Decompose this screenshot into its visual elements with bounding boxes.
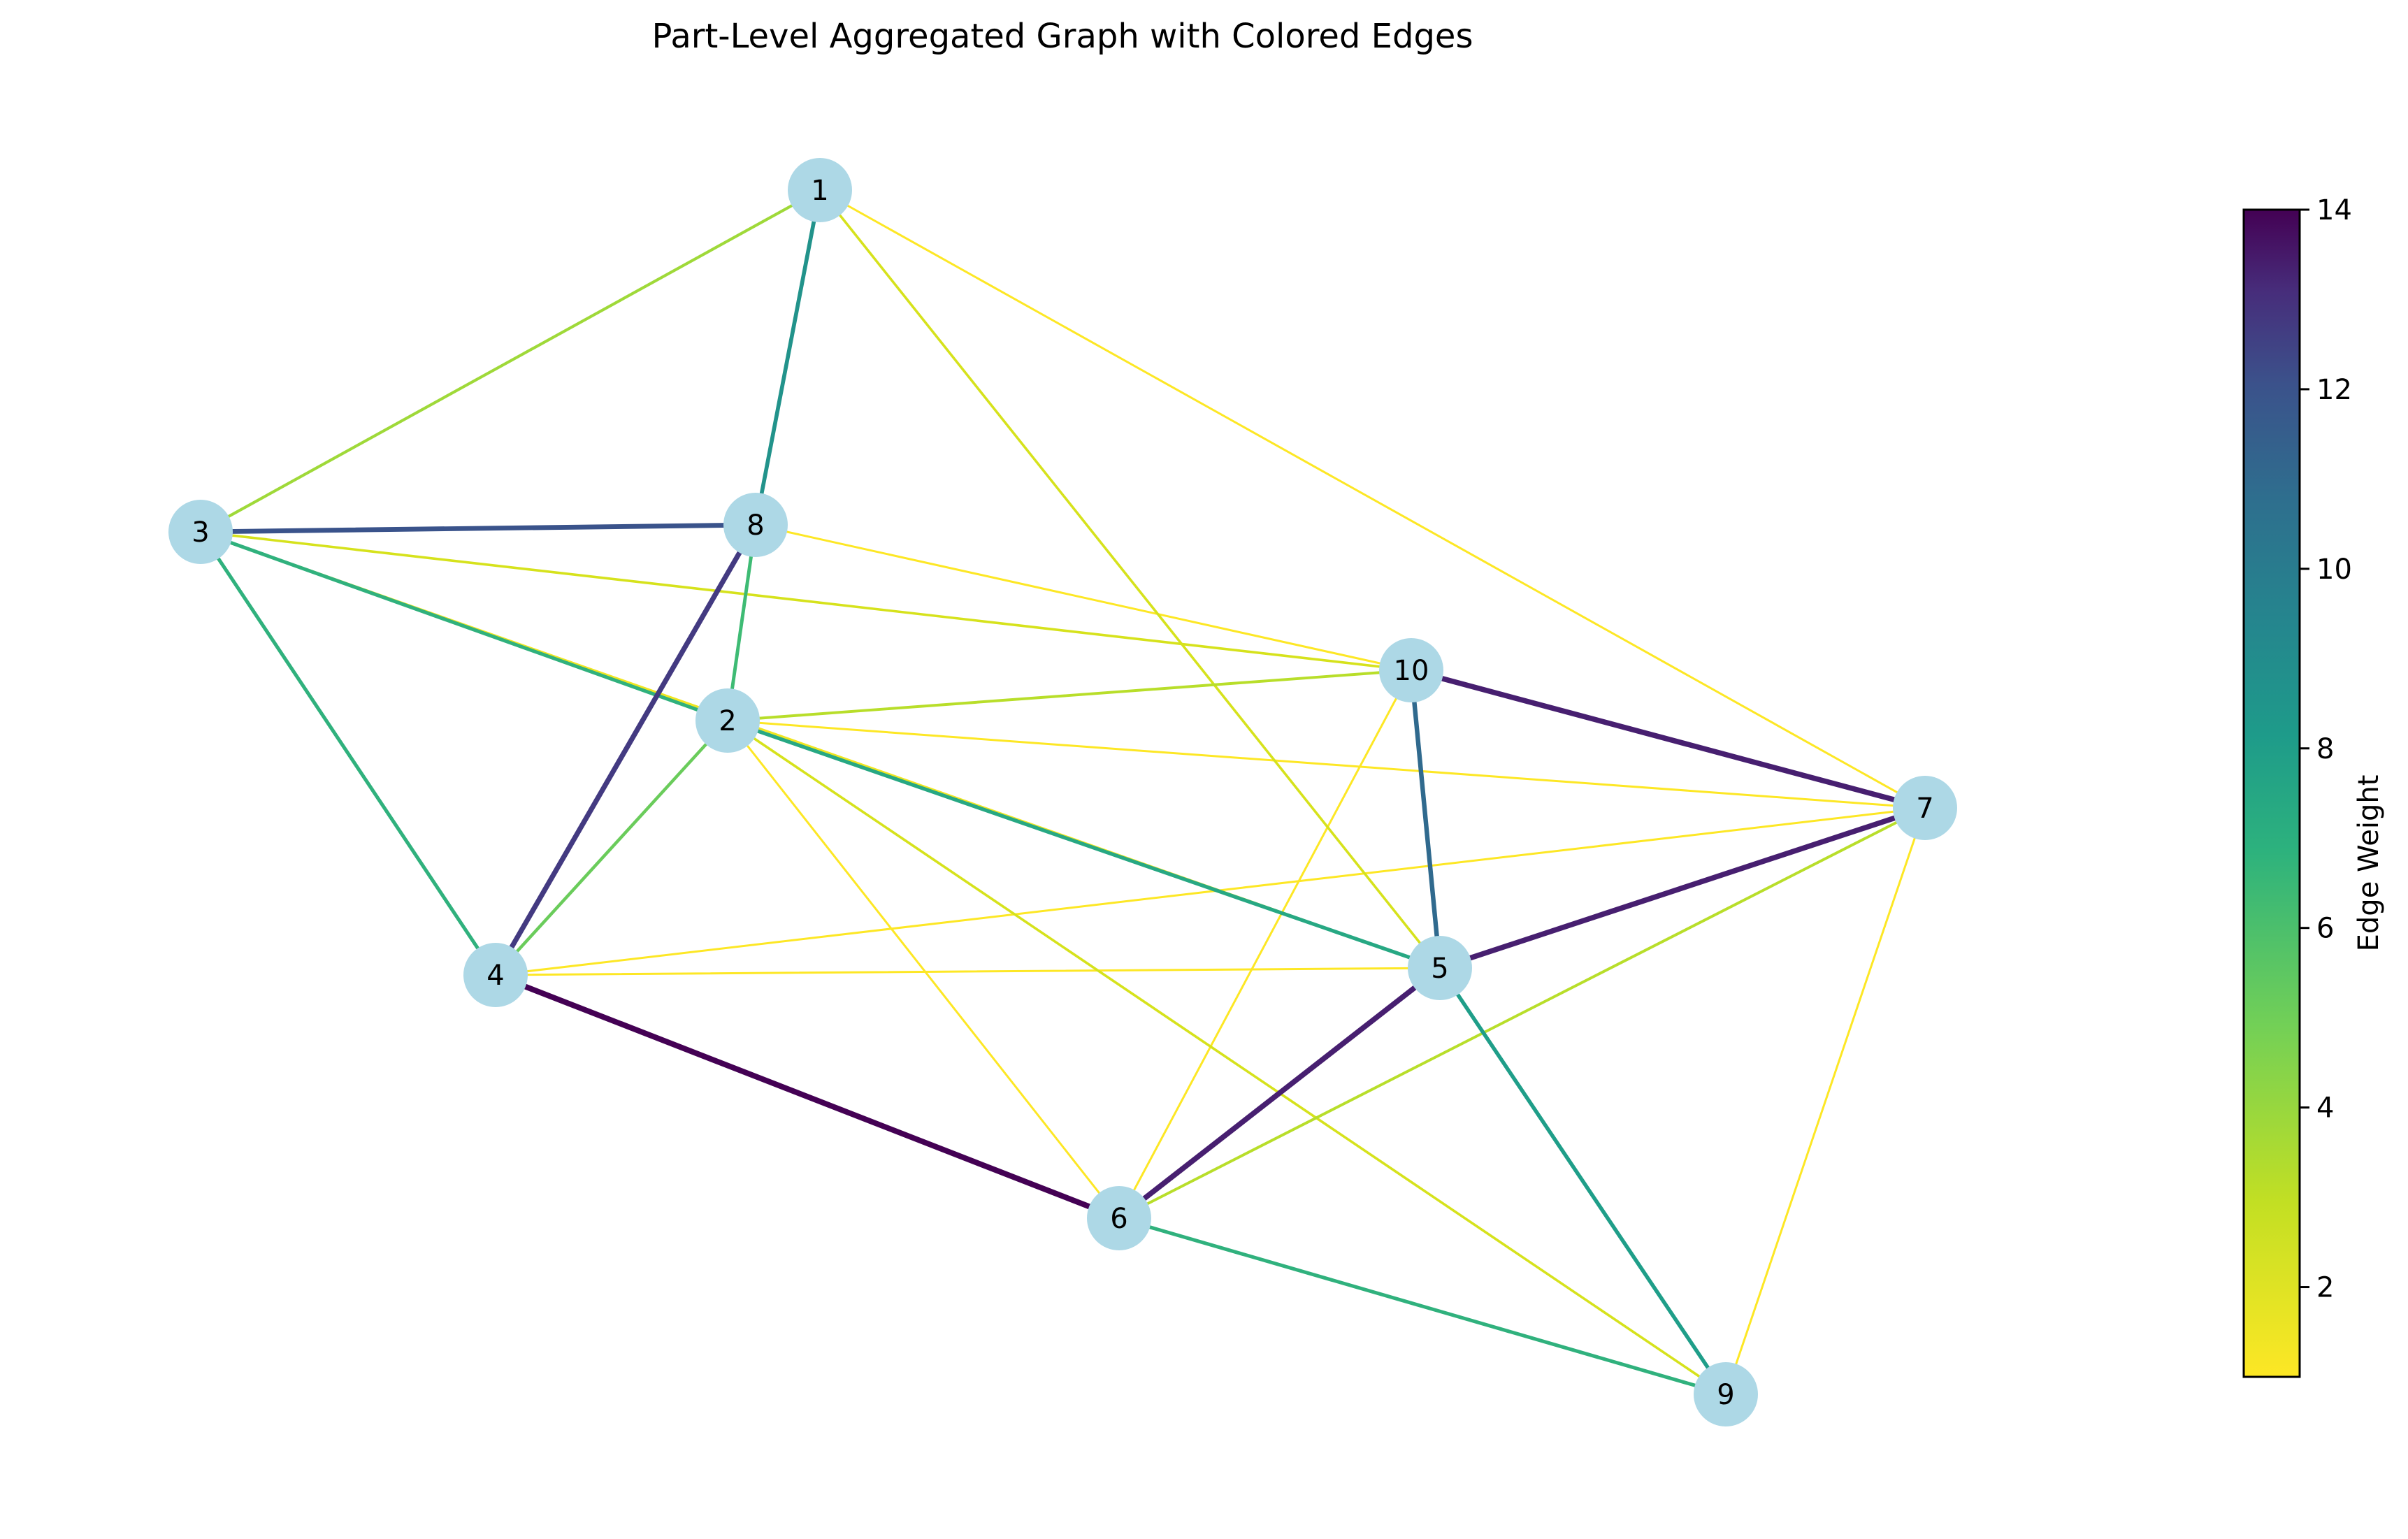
edge-5-7 <box>1437 805 1928 971</box>
edge-2-4 <box>493 718 730 977</box>
edge-1-8 <box>754 188 822 527</box>
colorbar-tick-label: 2 <box>2316 1272 2334 1304</box>
node-circle <box>1893 776 1957 840</box>
node-label: 8 <box>747 510 764 542</box>
colorbar-tick-label: 12 <box>2316 374 2352 406</box>
colorbar-tick-label: 10 <box>2316 554 2352 586</box>
node-label: 1 <box>811 175 828 207</box>
colorbar-tick-label: 6 <box>2316 913 2334 945</box>
node-layer: 1 2 3 4 5 6 7 8 9 10 <box>168 158 1957 1426</box>
node-circle <box>168 500 233 564</box>
edge-3-10 <box>199 530 1413 672</box>
edge-3-8 <box>198 522 758 535</box>
colorbar-label: Edge Weight <box>2353 775 2385 952</box>
edge-6-9 <box>1117 1216 1728 1396</box>
edge-10-7 <box>1408 667 1928 811</box>
edge-8-4 <box>493 522 758 978</box>
node-7[interactable]: 7 <box>1893 776 1957 840</box>
edge-3-2 <box>199 530 730 723</box>
edge-2-7 <box>726 719 1926 809</box>
edge-2-10 <box>726 669 1413 722</box>
node-label: 9 <box>1717 1379 1734 1411</box>
edge-1-5 <box>819 189 1441 969</box>
edge-10-6 <box>1118 669 1413 1220</box>
colorbar-tick-label: 4 <box>2316 1092 2334 1125</box>
node-8[interactable]: 8 <box>723 493 788 557</box>
node-label: 4 <box>486 960 504 992</box>
node-label: 7 <box>1916 793 1933 825</box>
edge-2-6 <box>726 719 1120 1220</box>
edge-8-10 <box>754 523 1413 672</box>
node-9[interactable]: 9 <box>1694 1362 1758 1426</box>
node-10[interactable]: 10 <box>1379 638 1443 702</box>
node-circle <box>1694 1362 1758 1426</box>
edge-1-7 <box>819 189 1926 809</box>
edge-10-5 <box>1408 667 1443 971</box>
edge-2-5 <box>726 718 1442 970</box>
colorbar-gradient <box>2242 208 2301 1378</box>
node-circle <box>723 493 788 557</box>
edge-1-3 <box>199 188 822 534</box>
node-4[interactable]: 4 <box>463 943 528 1007</box>
edge-4-7 <box>494 807 1926 976</box>
node-2[interactable]: 2 <box>695 688 760 753</box>
node-label: 3 <box>192 516 209 549</box>
edge-4-6 <box>493 972 1122 1221</box>
node-circle <box>695 688 760 753</box>
colorbar: 2 4 6 8 10 12 14 Edge Weight <box>2242 194 2385 1378</box>
edge-layer <box>198 188 1928 1396</box>
colorbar-tick-label: 14 <box>2316 194 2352 226</box>
edge-5-6 <box>1116 965 1443 1221</box>
node-5[interactable]: 5 <box>1408 936 1472 1000</box>
edge-6-7 <box>1118 807 1926 1220</box>
node-3[interactable]: 3 <box>168 500 233 564</box>
edge-5-9 <box>1438 966 1728 1396</box>
node-1[interactable]: 1 <box>788 158 852 222</box>
node-label: 5 <box>1431 953 1448 985</box>
node-label: 6 <box>1110 1203 1127 1235</box>
node-circle <box>1408 936 1472 1000</box>
node-label: 2 <box>719 705 736 737</box>
figure-title: Part-Level Aggregated Graph with Colored… <box>652 17 1473 56</box>
edge-8-2 <box>726 523 758 723</box>
edge-2-9 <box>726 719 1727 1396</box>
node-circle <box>788 158 852 222</box>
node-circle <box>1379 638 1443 702</box>
edge-7-9 <box>1724 807 1926 1396</box>
colorbar-ticks: 2 4 6 8 10 12 14 <box>2300 194 2352 1304</box>
node-label: 10 <box>1394 655 1429 687</box>
edge-4-5 <box>494 967 1441 976</box>
node-6[interactable]: 6 <box>1087 1186 1151 1250</box>
node-circle <box>463 943 528 1007</box>
node-circle <box>1087 1186 1151 1250</box>
colorbar-tick-label: 8 <box>2316 733 2334 765</box>
edge-3-4 <box>199 530 498 977</box>
